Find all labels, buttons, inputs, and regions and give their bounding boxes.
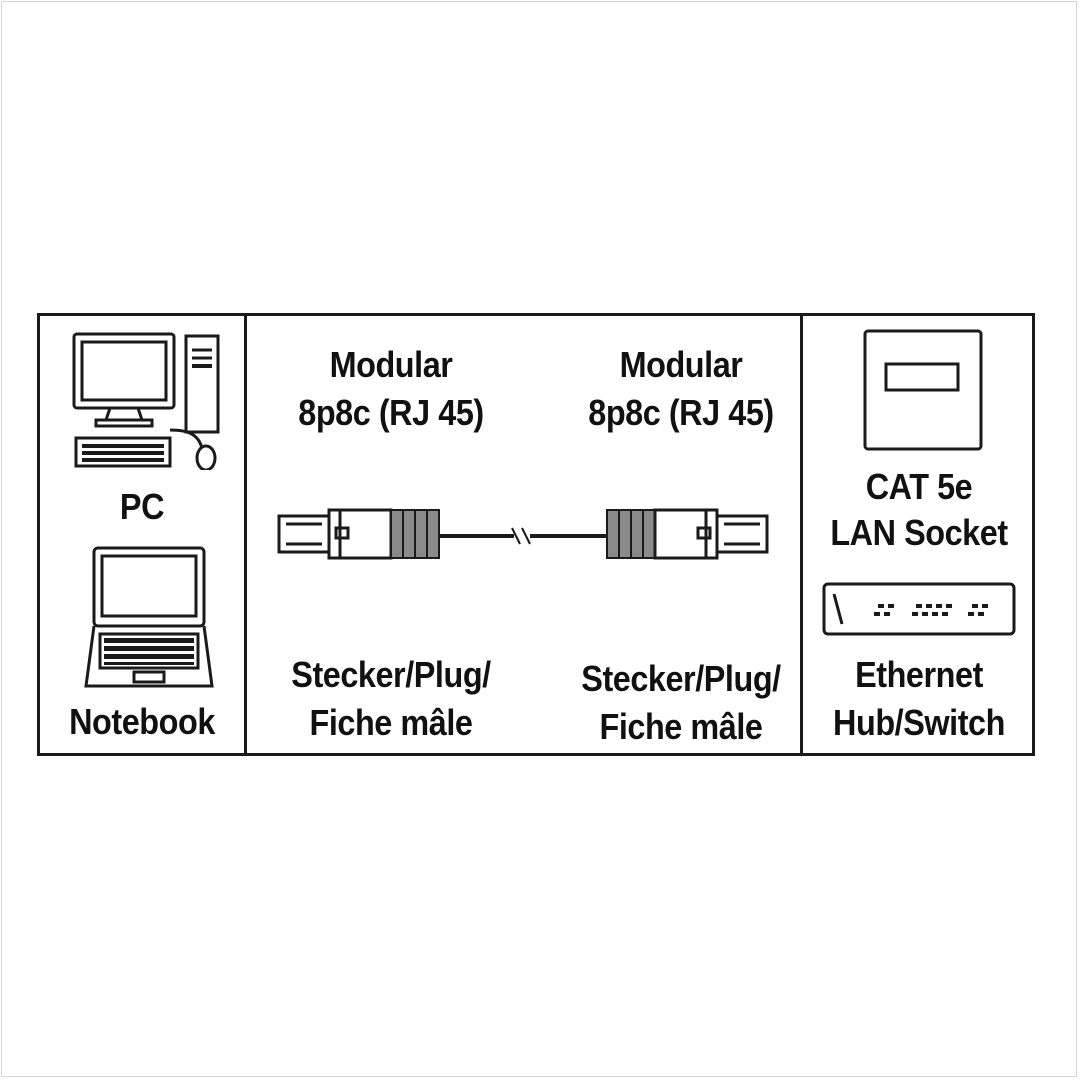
right-connector-type-line1: Modular xyxy=(619,344,743,385)
lan-socket-icon xyxy=(862,328,986,454)
hub-label-line2: Hub/Switch xyxy=(833,702,1005,743)
right-connector-type-line2: 8p8c (RJ 45) xyxy=(588,392,774,433)
rj45-plug-icon xyxy=(600,506,770,566)
left-connector-type-line2: 8p8c (RJ 45) xyxy=(298,392,484,433)
notebook-label: Notebook xyxy=(69,701,215,742)
socket-label-line2: LAN Socket xyxy=(830,512,1008,553)
notebook-icon xyxy=(84,544,214,694)
divider-right xyxy=(800,316,803,753)
left-connector-type-line1: Modular xyxy=(329,344,453,385)
left-connector-gender-line2: Fiche mâle xyxy=(309,702,473,743)
cable-icon xyxy=(438,526,608,546)
network-switch-icon xyxy=(820,580,1020,640)
pc-icon xyxy=(70,330,230,470)
socket-label-line1: CAT 5e xyxy=(865,466,973,507)
rj45-plug-icon xyxy=(276,506,446,566)
right-connector-gender-line1: Stecker/Plug/ xyxy=(581,658,781,699)
left-connector-gender-line1: Stecker/Plug/ xyxy=(291,654,491,695)
divider-left xyxy=(244,316,247,753)
pc-label: PC xyxy=(119,486,165,527)
right-connector-gender-line2: Fiche mâle xyxy=(599,706,763,747)
hub-label-line1: Ethernet xyxy=(855,654,983,695)
compatibility-diagram: PC Notebook Modular 8p8c (RJ 45) Modular… xyxy=(37,313,1035,756)
